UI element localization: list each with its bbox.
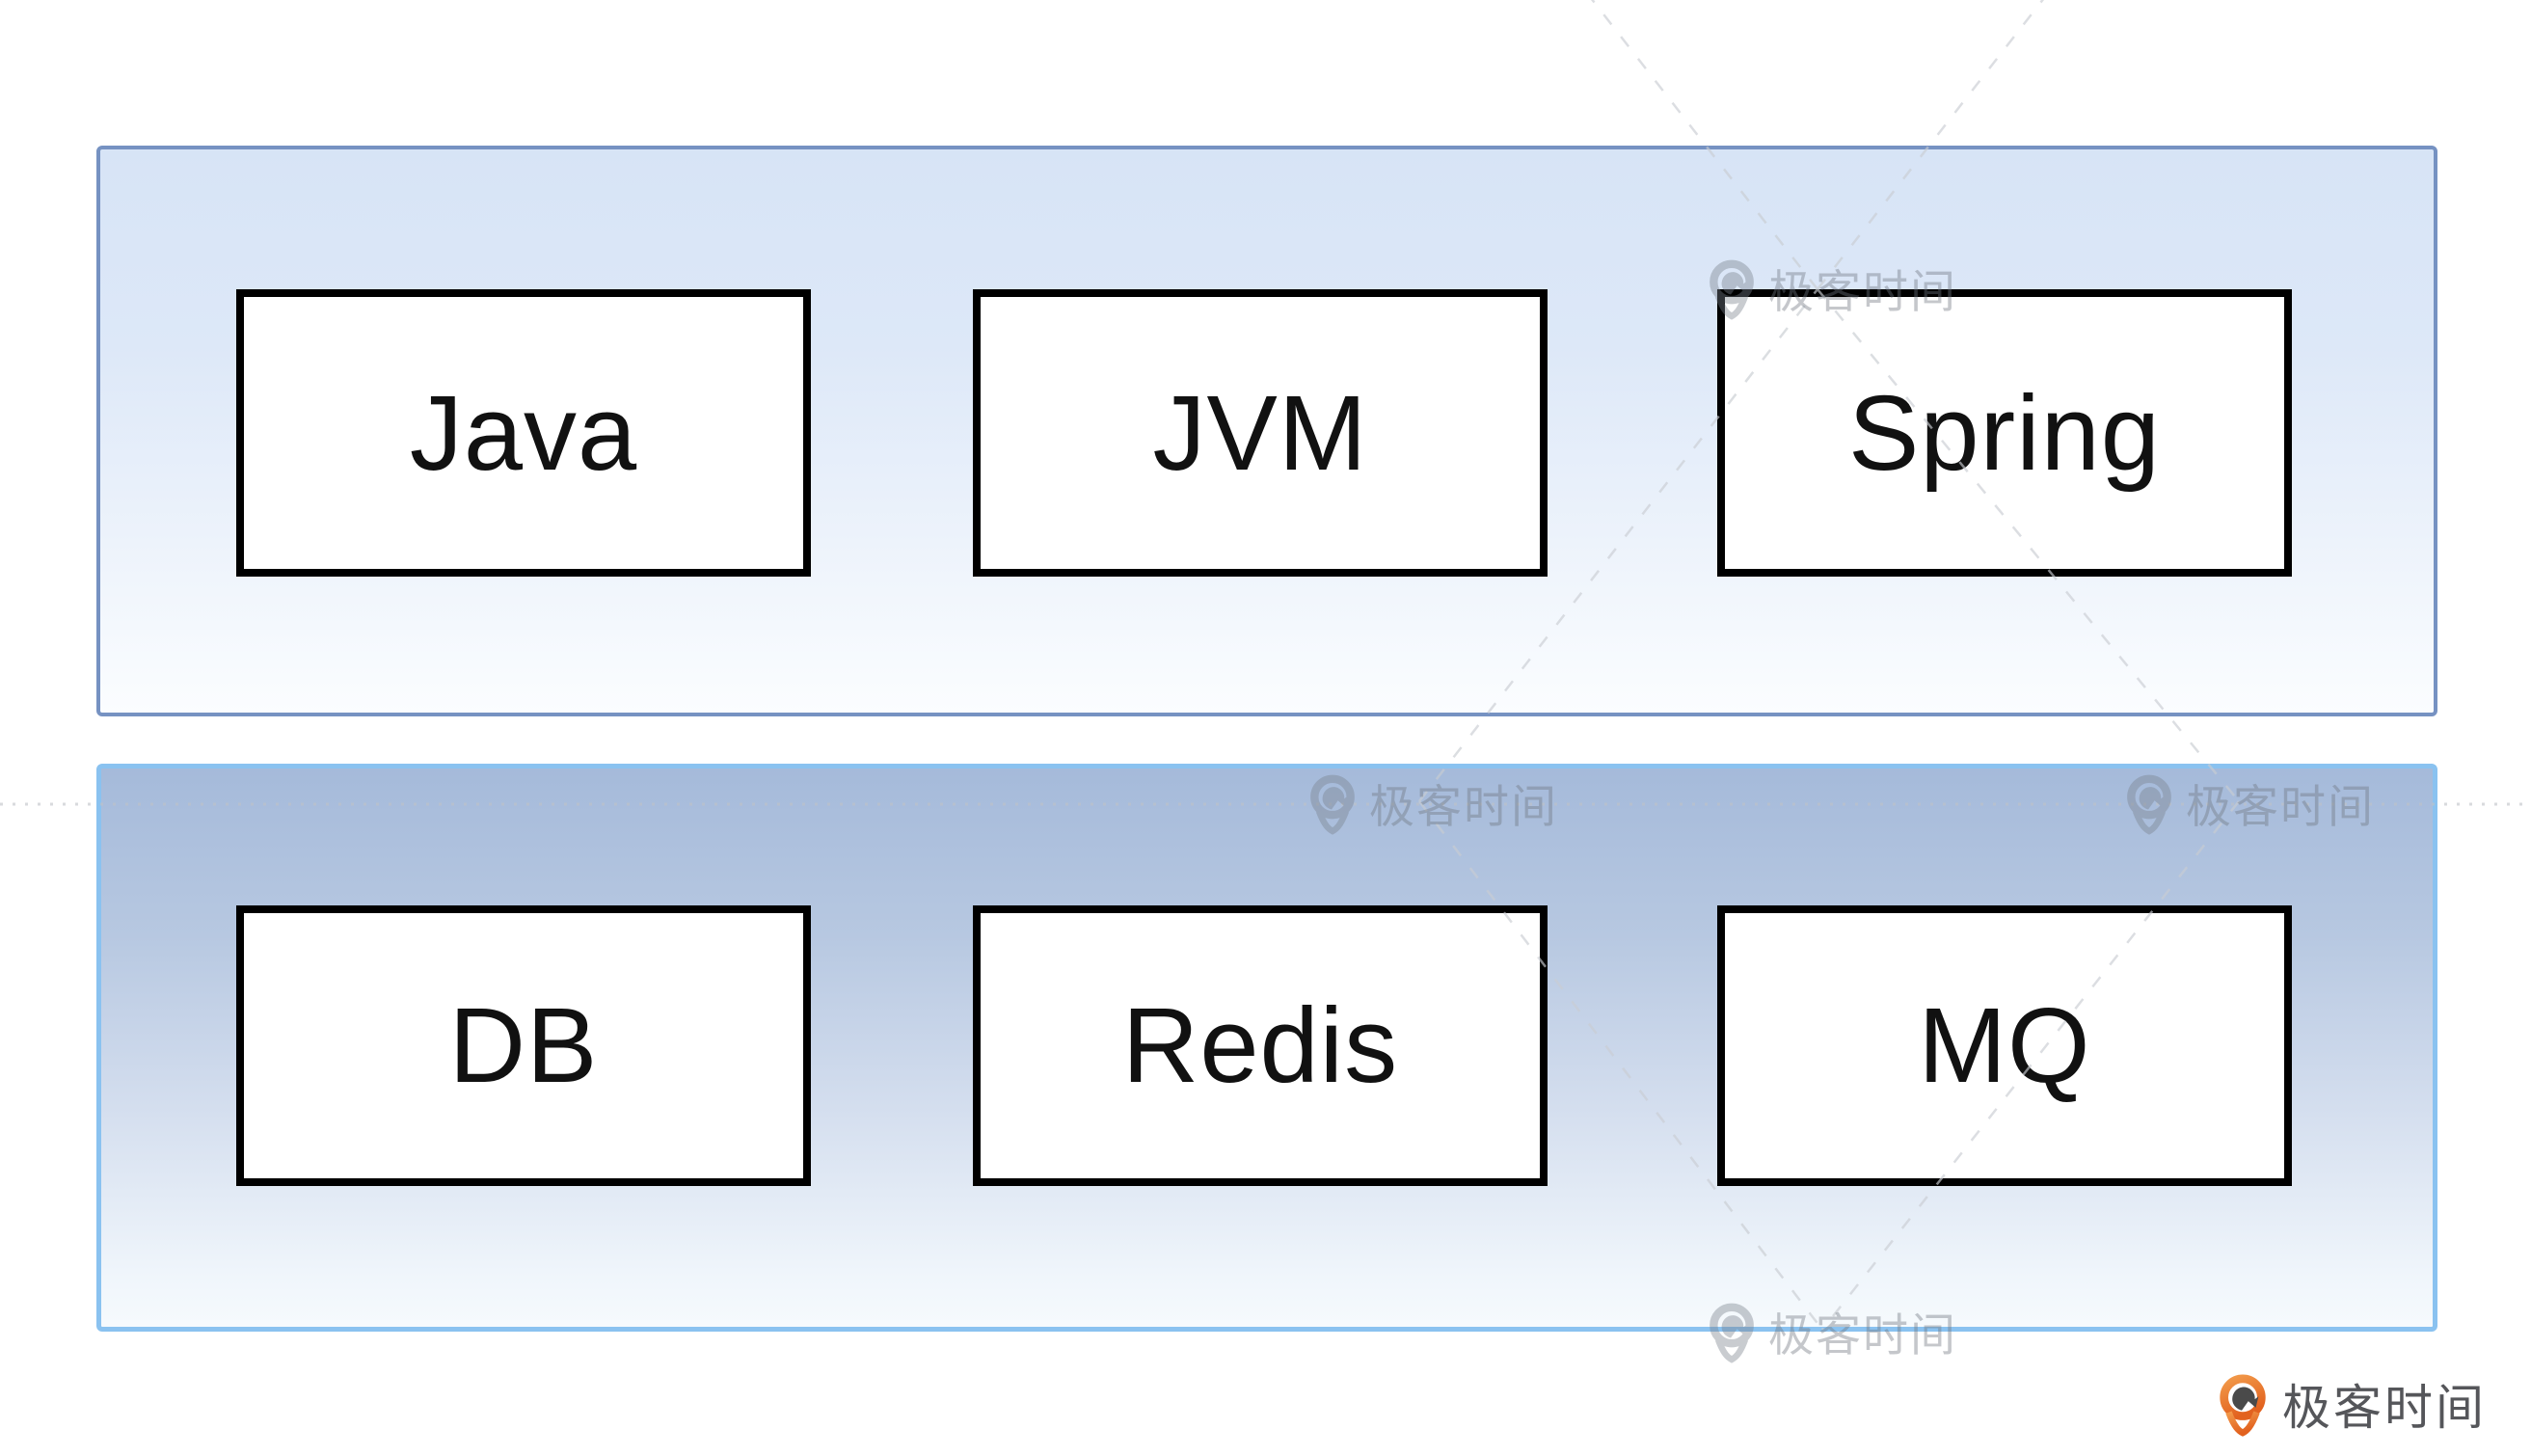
node-db: DB — [236, 905, 811, 1186]
node-redis-label: Redis — [1121, 986, 1399, 1105]
node-mq: MQ — [1717, 905, 2292, 1186]
geektime-brand-text: 极客时间 — [2282, 1381, 2487, 1435]
node-redis: Redis — [973, 905, 1548, 1186]
node-db-label: DB — [448, 986, 599, 1105]
node-spring-label: Spring — [1848, 373, 2161, 493]
node-mq-label: MQ — [1918, 986, 2091, 1105]
node-java: Java — [236, 289, 811, 577]
node-java-label: Java — [409, 373, 638, 493]
node-jvm-label: JVM — [1152, 373, 1368, 493]
node-spring: Spring — [1717, 289, 2292, 577]
geektime-brand: 极客时间 — [2215, 1369, 2487, 1439]
geektime-logo-icon — [2220, 1374, 2266, 1437]
node-jvm: JVM — [973, 289, 1548, 577]
